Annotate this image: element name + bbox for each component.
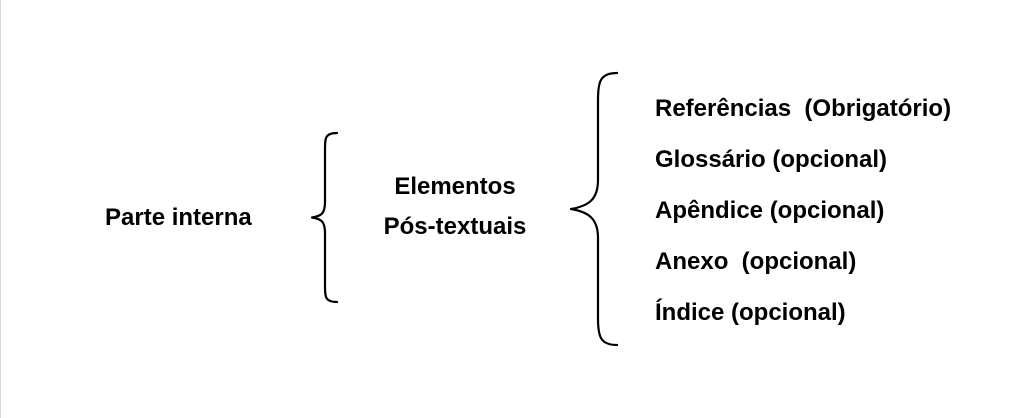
middle-node: Elementos Pós-textuais — [378, 172, 532, 252]
middle-node-line-2: Pós-textuais — [383, 213, 527, 240]
child-items-list: Referências (Obrigatório) Glossário (opc… — [655, 94, 951, 349]
middle-node-line-1: Elementos — [394, 173, 516, 200]
child-item-glossario: Glossário (opcional) — [655, 146, 888, 173]
child-item-referencias: Referências (Obrigatório) — [655, 95, 952, 122]
child-item-apendice: Apêndice (opcional) — [655, 197, 885, 224]
child-item-indice: Índice (opcional) — [655, 299, 846, 326]
left-curly-brace — [310, 131, 339, 304]
left-border-line — [0, 0, 1, 418]
root-node-label: Parte interna — [105, 204, 252, 231]
child-item-anexo: Anexo (opcional) — [655, 248, 857, 275]
right-curly-brace — [569, 71, 619, 347]
